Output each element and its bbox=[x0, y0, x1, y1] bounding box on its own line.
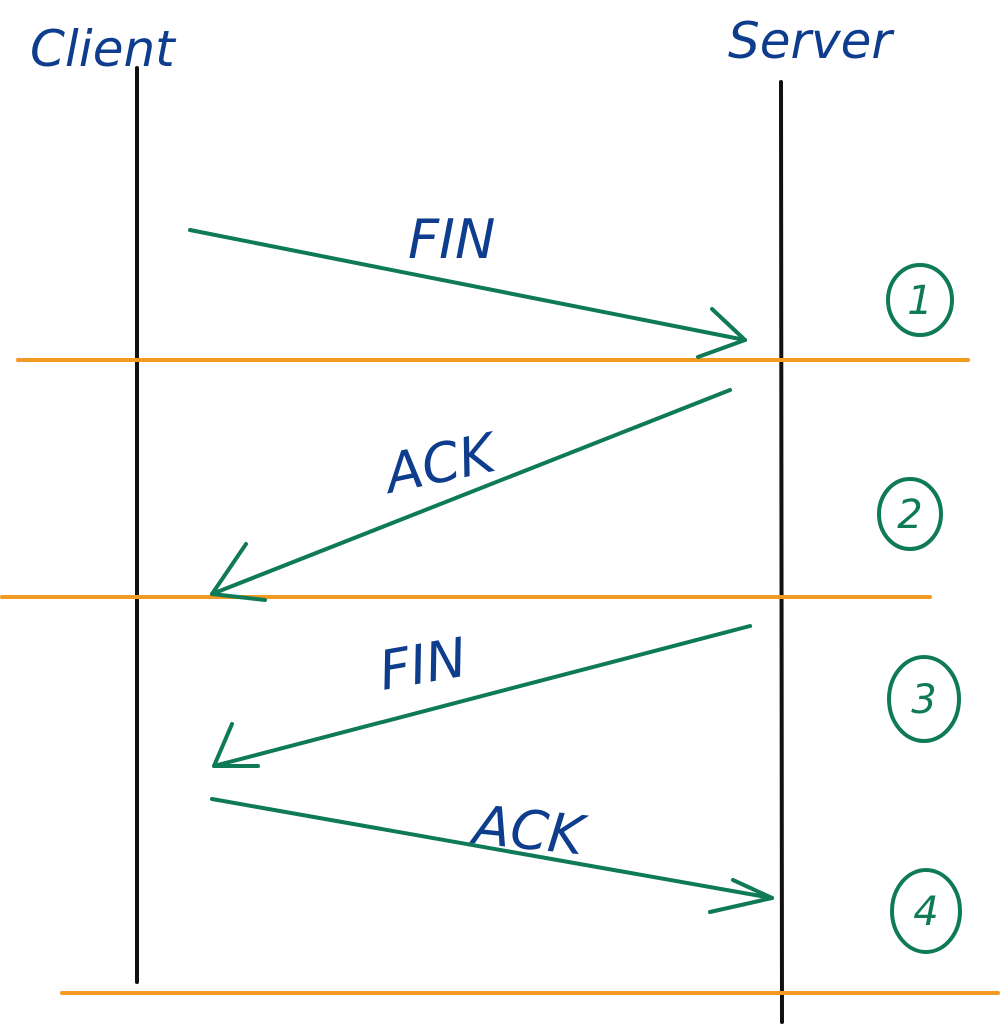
server-label: Server bbox=[728, 12, 895, 70]
message-label-4: ACK bbox=[468, 793, 591, 868]
step-number-3: 3 bbox=[911, 677, 936, 723]
step-marker-3: 3 bbox=[887, 655, 961, 743]
message-label-1: FIN bbox=[408, 208, 495, 271]
client-label: Client bbox=[30, 20, 177, 78]
message-arrow-1 bbox=[188, 228, 747, 359]
message-arrow-3 bbox=[212, 624, 752, 768]
message-arrow-4 bbox=[210, 797, 774, 914]
message-arrow-2 bbox=[210, 388, 732, 602]
step-number-4: 4 bbox=[913, 889, 938, 935]
step-marker-1: 1 bbox=[886, 263, 954, 337]
message-label-2: ACK bbox=[377, 420, 504, 506]
step-number-1: 1 bbox=[907, 278, 932, 324]
step-number-2: 2 bbox=[897, 492, 922, 538]
step-marker-2: 2 bbox=[877, 477, 943, 551]
step-marker-4: 4 bbox=[890, 868, 962, 954]
server-lifeline bbox=[779, 80, 784, 1024]
message-label-3: FIN bbox=[374, 626, 471, 703]
